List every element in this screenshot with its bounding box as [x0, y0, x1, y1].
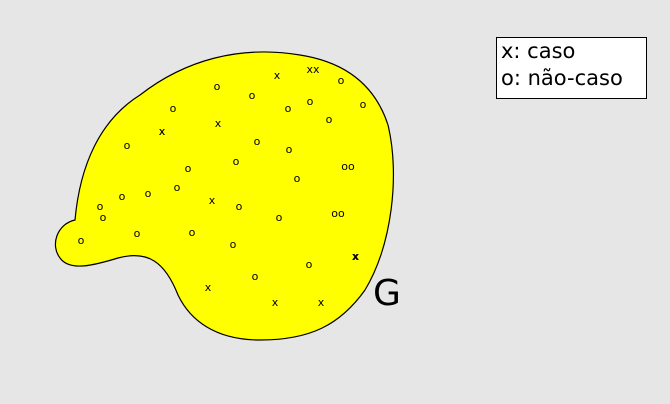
- noncase-marker: o: [185, 162, 192, 175]
- case-marker: x: [272, 296, 279, 309]
- noncase-marker: oo: [341, 160, 355, 173]
- case-marker: x: [159, 125, 166, 138]
- noncase-marker: o: [233, 155, 240, 168]
- noncase-marker: o: [360, 98, 367, 111]
- noncase-marker: o: [306, 258, 313, 271]
- case-marker: x: [353, 250, 360, 263]
- case-marker: x: [352, 250, 359, 263]
- noncase-marker: o: [134, 227, 141, 240]
- noncase-marker: o: [119, 190, 126, 203]
- case-marker: x: [209, 194, 216, 207]
- noncase-marker: o: [100, 211, 107, 224]
- noncase-marker: o: [326, 113, 333, 126]
- noncase-marker: o: [254, 135, 261, 148]
- case-marker: xx: [306, 63, 320, 76]
- noncase-marker: o: [249, 89, 256, 102]
- noncase-marker: o: [174, 181, 181, 194]
- legend-box: x: caso o: não-caso: [496, 37, 647, 99]
- noncase-marker: o: [276, 211, 283, 224]
- case-marker: x: [274, 69, 281, 82]
- noncase-marker: o: [145, 187, 152, 200]
- region-label: G: [373, 273, 401, 314]
- noncase-marker: o: [189, 226, 196, 239]
- case-marker: x: [215, 117, 222, 130]
- noncase-marker: o: [307, 95, 314, 108]
- case-marker: x: [159, 125, 166, 138]
- legend-noncase-entry: o: não-caso: [501, 66, 623, 90]
- noncase-marker: o: [294, 172, 301, 185]
- noncase-marker: o: [286, 143, 293, 156]
- case-marker: x: [205, 281, 212, 294]
- case-marker: x: [318, 296, 325, 309]
- noncase-marker: o: [252, 270, 259, 283]
- noncase-marker: o: [78, 234, 85, 247]
- noncase-marker: o: [124, 139, 131, 152]
- noncase-marker: o: [338, 74, 345, 87]
- noncase-marker: o: [214, 80, 221, 93]
- noncase-marker: oo: [331, 207, 345, 220]
- noncase-marker: o: [230, 238, 237, 251]
- region-g-shape: [54, 51, 395, 341]
- noncase-marker: o: [97, 200, 104, 213]
- noncase-marker: o: [170, 102, 177, 115]
- legend-case-entry: x: caso: [501, 39, 576, 63]
- noncase-marker: o: [236, 200, 243, 213]
- noncase-marker: o: [285, 102, 292, 115]
